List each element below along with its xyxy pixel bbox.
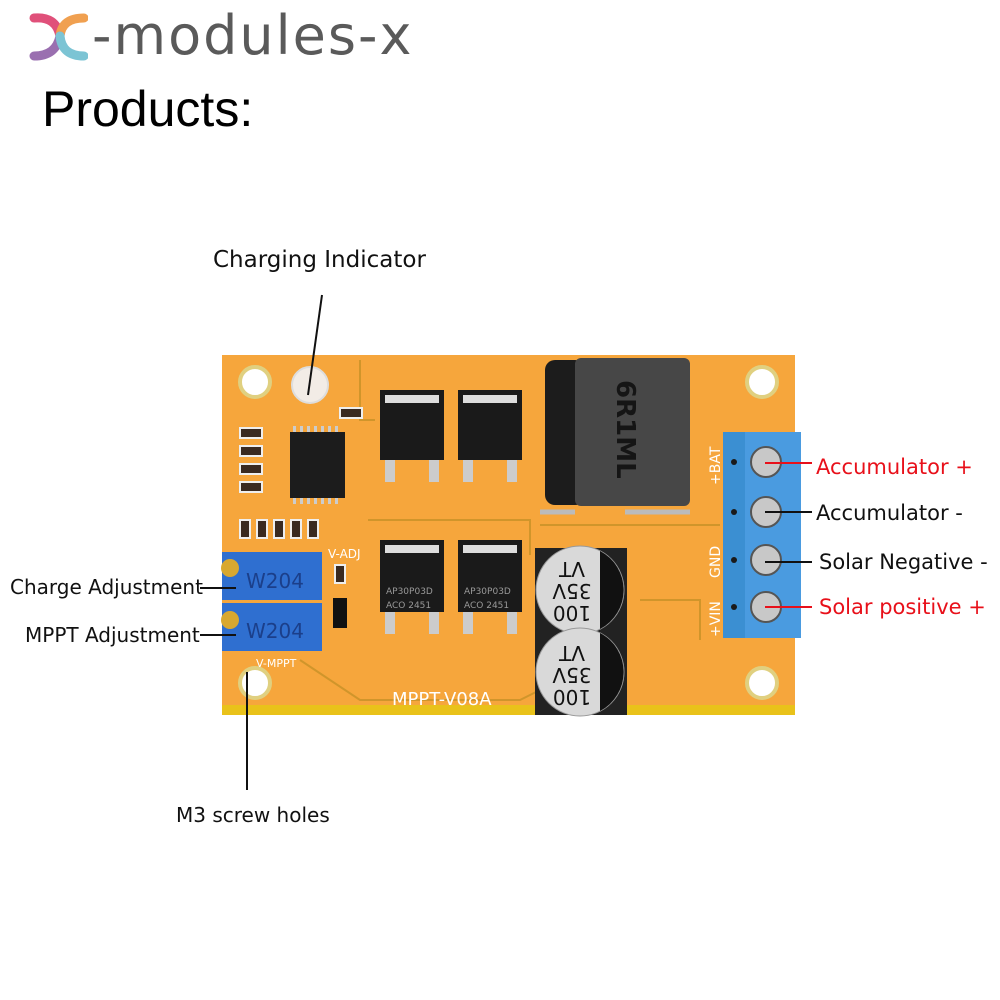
mosfet-marking: ACO 2451 — [464, 601, 509, 611]
capacitor-marking: VT — [558, 557, 585, 581]
inductor-marking: 6R1ML — [610, 380, 640, 479]
callout-accumulator-minus: Accumulator - — [816, 501, 963, 525]
logo-mark-icon — [29, 13, 88, 61]
capacitor-marking: 100 — [553, 685, 591, 709]
callout-solar-positive: Solar positive + — [819, 595, 986, 619]
board-model-label: MPPT-V08A — [392, 689, 492, 710]
mosfet-marking: AP30P03D — [386, 587, 433, 597]
capacitor-marking: VT — [558, 641, 585, 665]
capacitor-marking: 100 — [553, 601, 591, 625]
inductor — [575, 358, 690, 506]
callout-m3-screw-holes: M3 screw holes — [176, 803, 330, 827]
callout-mppt-adjustment: MPPT Adjustment — [25, 623, 200, 647]
terminal-label-gnd: GND — [708, 546, 724, 578]
mosfet-marking: ACO 2451 — [386, 601, 431, 611]
callout-charging-indicator: Charging Indicator — [213, 247, 426, 273]
capacitors — [535, 545, 627, 717]
potentiometer-marking: W204 — [246, 619, 304, 643]
potentiometers — [221, 552, 322, 651]
callout-accumulator-plus: Accumulator + — [816, 455, 973, 479]
mosfets — [380, 390, 522, 634]
v-mppt-label: V-MPPT — [256, 657, 297, 670]
page-title: Products: — [42, 81, 254, 137]
brand-logo: -modules-x — [28, 6, 413, 66]
callout-charge-adjustment: Charge Adjustment — [10, 575, 203, 599]
mosfet-marking: AP30P03D — [464, 587, 511, 597]
controller-ic — [290, 432, 345, 498]
terminal-label-vin: +VIN — [708, 601, 724, 637]
capacitor-marking: 35V — [552, 663, 591, 687]
v-adj-label: V-ADJ — [328, 547, 361, 561]
callout-solar-negative: Solar Negative - — [819, 550, 988, 574]
capacitor-marking: 35V — [552, 579, 591, 603]
terminal-label-bat: +BAT — [708, 446, 724, 485]
potentiometer-marking: W204 — [246, 569, 304, 593]
logo-text: -modules-x — [92, 4, 414, 67]
leader-line — [307, 294, 323, 396]
